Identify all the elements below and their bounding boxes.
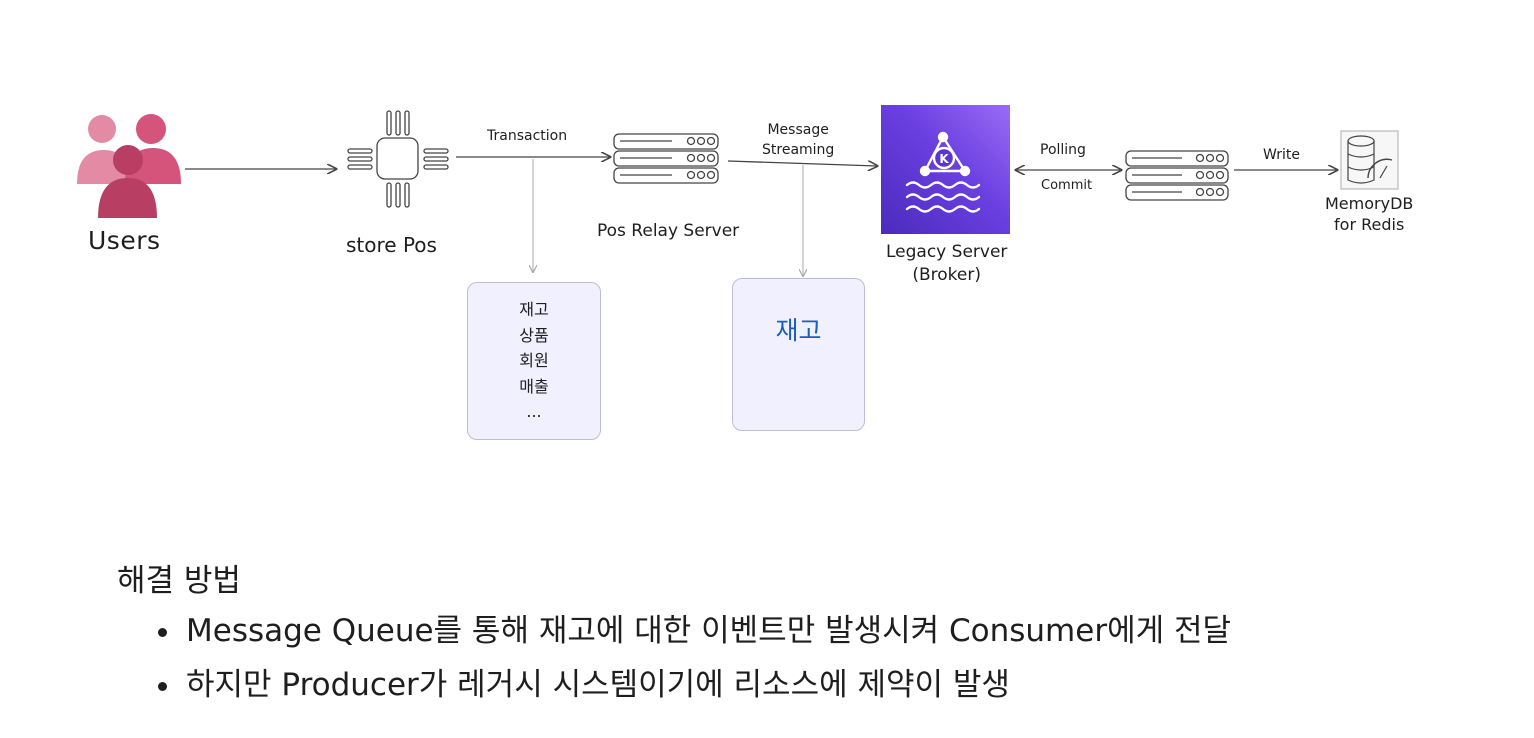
pos-relay-server-label: Pos Relay Server <box>597 221 740 241</box>
inventory-title: 재고 <box>775 316 822 345</box>
polling-label: Polling <box>1040 142 1086 158</box>
message-streaming-label: Message Streaming <box>762 120 834 160</box>
solution-bullet: Message Queue를 통해 재고에 대한 이벤트만 발생시켜 Consu… <box>148 604 1231 658</box>
commit-label: Commit <box>1041 178 1093 193</box>
store-pos-label: store Pos <box>346 233 437 257</box>
memorydb-label-line1: MemoryDB <box>1325 194 1414 213</box>
domains-card: 재고 상품 회원 매출 ... <box>467 282 601 440</box>
database-icon <box>1340 130 1399 190</box>
server-rack-icon <box>613 133 719 184</box>
memorydb-label-line2: for Redis <box>1334 215 1405 234</box>
kafka-letter: K <box>939 152 949 166</box>
domains-list: 재고 상품 회원 매출 ... <box>468 297 600 425</box>
users-label: Users <box>88 226 161 255</box>
kafka-broker-icon: K <box>881 105 1010 234</box>
domain-item: ... <box>526 402 542 421</box>
message-streaming-arrow <box>727 160 877 166</box>
users-icon <box>77 114 181 218</box>
domain-item: 재고 <box>519 300 549 319</box>
domain-item: 매출 <box>519 376 549 396</box>
consumer-server-icon <box>1125 150 1229 201</box>
write-label: Write <box>1263 147 1300 163</box>
chip-icon <box>347 110 449 208</box>
legacy-label-line1: Legacy Server <box>886 242 1008 262</box>
solution-title: 해결 방법 <box>117 563 241 599</box>
solution-bullet: 하지만 Producer가 레거시 시스템이기에 리소스에 제약이 발생 <box>148 658 1231 712</box>
legacy-label-line2: (Broker) <box>912 265 982 285</box>
domain-item: 상품 <box>519 325 549 345</box>
memorydb-label: MemoryDB for Redis <box>1325 193 1413 235</box>
transaction-label: Transaction <box>487 128 568 144</box>
legacy-server-label: Legacy Server (Broker) <box>886 241 1007 287</box>
domain-item: 회원 <box>519 351 549 370</box>
message-label-line1: Message <box>767 122 829 138</box>
solution-bullets: Message Queue를 통해 재고에 대한 이벤트만 발생시켜 Consu… <box>148 604 1231 712</box>
inventory-card: 재고 <box>732 278 865 431</box>
message-label-line2: Streaming <box>762 142 835 158</box>
kafka-icon: K <box>905 131 981 213</box>
